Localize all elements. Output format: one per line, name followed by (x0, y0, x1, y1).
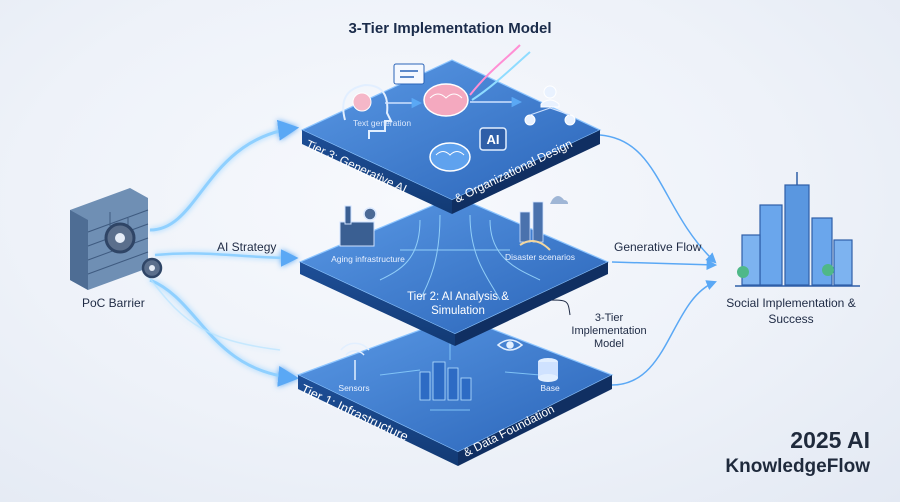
people-network-icon (524, 85, 576, 126)
poc-barrier-label: PoC Barrier (82, 296, 145, 310)
ai-strategy-label: AI Strategy (217, 240, 277, 254)
brain-icon (423, 83, 469, 117)
aging-infrastructure-label: Aging infrastructure (331, 254, 405, 264)
right-flow-lines (547, 134, 718, 386)
chat-bubble-icon (393, 63, 425, 85)
eye-icon (496, 339, 524, 351)
tier3-tile: AI (300, 44, 602, 214)
brain-icon (429, 142, 471, 172)
outcome-label: Social Implementation & Success (726, 296, 856, 326)
base-label: Base (540, 383, 560, 393)
spark-flow (469, 44, 521, 96)
diagram-title: 3-Tier Implementation Model (348, 20, 552, 37)
tier2-tile (298, 195, 610, 346)
generative-flow-label: Generative Flow (614, 240, 702, 254)
ai-badge-icon: AI (479, 127, 507, 151)
database-icon (538, 358, 558, 382)
tier2-title: Tier 2: AI Analysis & Simulation (407, 291, 509, 317)
disaster-scenarios-label: Disaster scenarios (505, 252, 575, 262)
model-note-label: 3-Tier Implementation Model (571, 312, 647, 350)
factory-gears-icon (339, 205, 377, 247)
text-generation-label: Text generation (352, 118, 412, 128)
city-skyline-icon (735, 172, 860, 287)
head-brain-icon (342, 83, 393, 139)
city-chip-icon (419, 361, 472, 401)
sensors-label: Sensors (338, 383, 370, 393)
ai-badge-text: AI (487, 132, 500, 147)
left-flow-lines (139, 119, 300, 387)
city-disaster-icon (519, 196, 568, 251)
poc-barrier-wall-icon (70, 188, 163, 290)
antenna-icon (340, 342, 370, 380)
brand-year: 2025 AI (790, 427, 870, 453)
tier1-tile (296, 315, 614, 466)
brand-name: KnowledgeFlow (725, 456, 870, 477)
